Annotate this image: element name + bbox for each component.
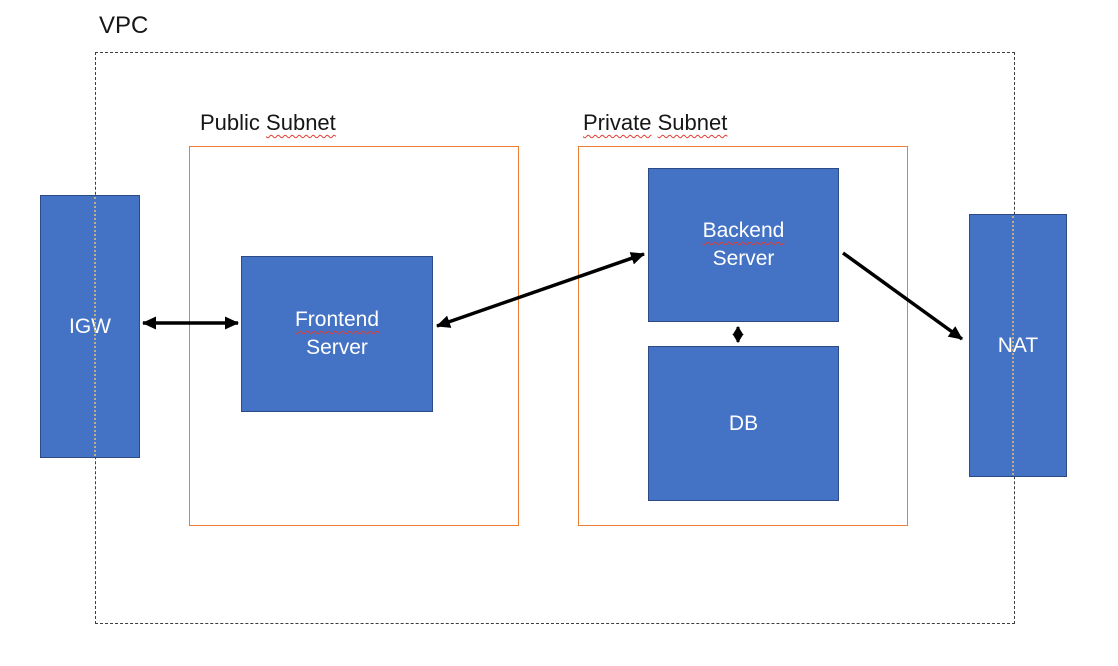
private-subnet-container[interactable]: [578, 146, 908, 526]
vpc-label: VPC: [99, 12, 149, 39]
node-frontend-label-line2: Server: [306, 336, 368, 359]
node-backend-label-line1: Backend: [702, 219, 785, 242]
node-nat-label: NAT: [997, 333, 1039, 357]
public-subnet-label-word1: Public: [200, 110, 260, 135]
public-subnet-label-word2: Subnet: [266, 110, 336, 135]
edge-backend-nat[interactable]: [841, 251, 964, 341]
node-backend-label-line2: Server: [712, 247, 775, 270]
node-frontend-label-line1: Frontend: [294, 308, 380, 331]
vpc-border-overlay-nat: [1012, 216, 1014, 475]
node-frontend-server[interactable]: Frontend Server: [241, 256, 433, 412]
public-subnet-label: Public Subnet: [200, 110, 336, 136]
private-subnet-label-word2: Subnet: [657, 110, 728, 135]
node-nat[interactable]: NAT: [969, 214, 1067, 477]
node-igw[interactable]: IGW: [40, 195, 140, 458]
private-subnet-label: Private Subnet: [583, 110, 727, 136]
vpc-border-overlay-igw: [94, 197, 96, 456]
node-db-label: DB: [728, 411, 759, 435]
node-backend-server[interactable]: Backend Server: [648, 168, 839, 322]
private-subnet-label-word1: Private: [583, 110, 652, 135]
public-subnet-container[interactable]: [189, 146, 519, 526]
node-db[interactable]: DB: [648, 346, 839, 501]
node-igw-label: IGW: [69, 314, 111, 338]
edge-frontend-backend[interactable]: [436, 252, 645, 328]
